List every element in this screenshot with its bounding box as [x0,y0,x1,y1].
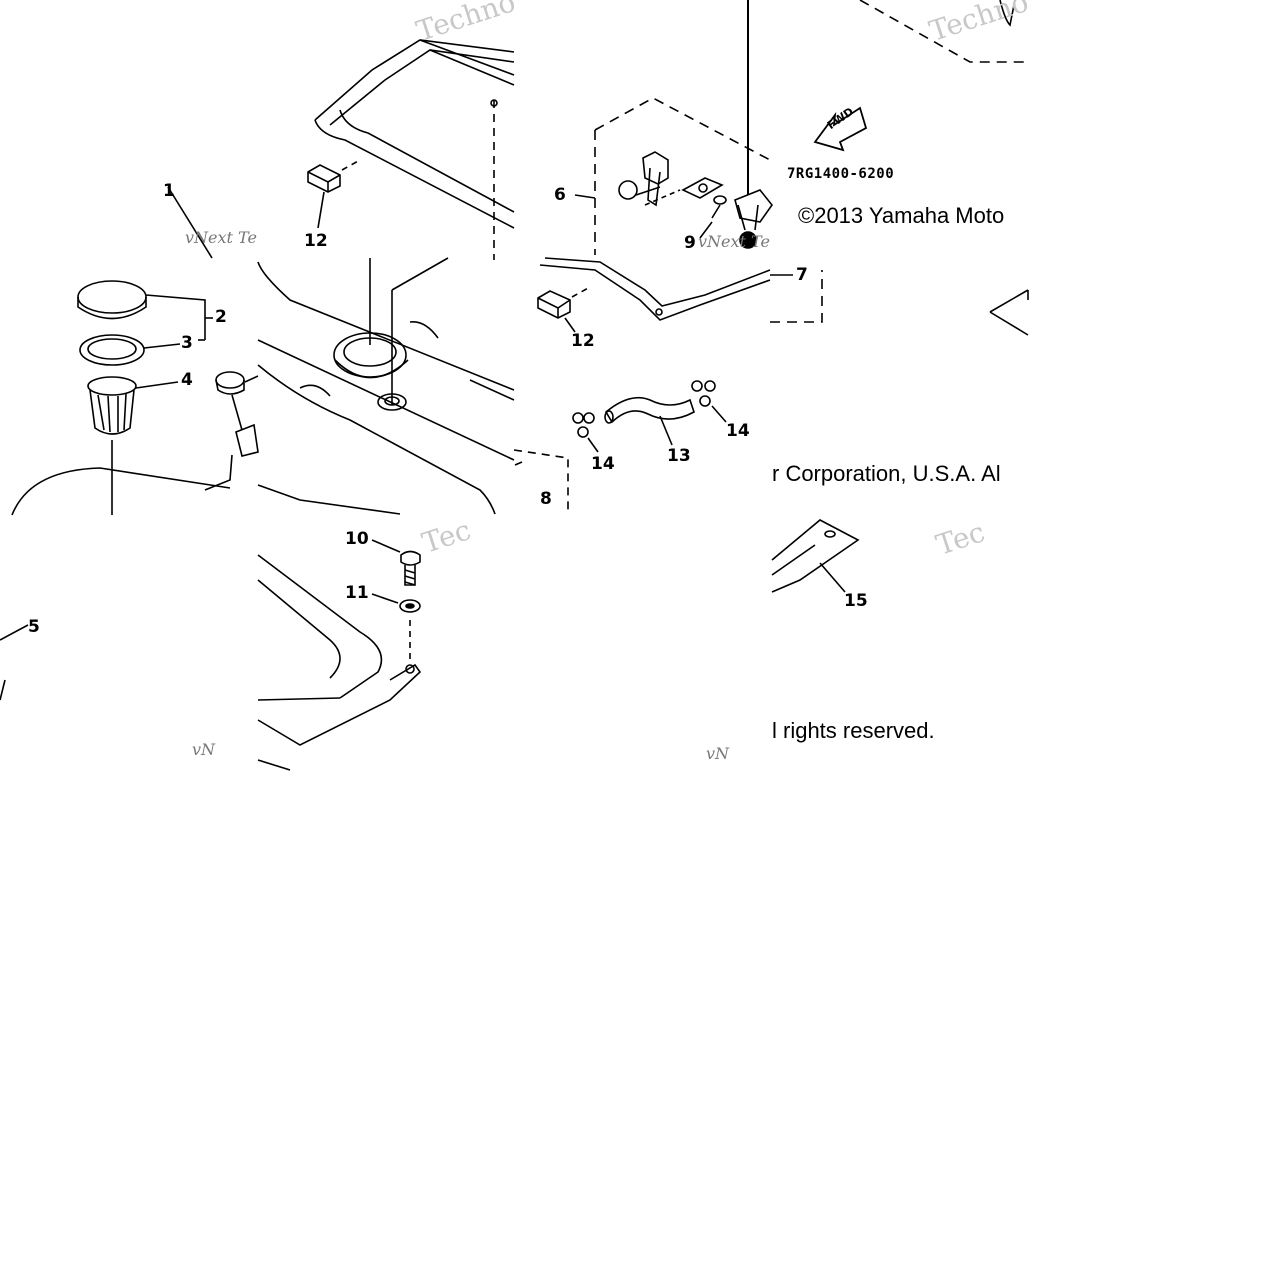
watermark-text: vN [192,740,216,759]
watermark-text: vN [706,744,730,763]
callout-11: 11 [345,583,369,603]
callout-1: 1 [163,181,175,201]
leader-line-1 [167,186,213,259]
callout-13: 13 [667,446,691,466]
blank-tile [0,772,1285,1285]
dashed-enclosure-6 [594,0,1030,323]
watermark-text: vNext Te [698,232,770,251]
callout-4: 4 [181,370,193,390]
callout-8: 8 [540,489,552,509]
callout-7: 7 [796,265,808,285]
callout-5: 5 [28,617,40,637]
tank-top-edge-art [314,39,515,260]
washer-11 [371,593,421,660]
rubber-damper-12-left [307,159,361,229]
callout-12: 12 [571,331,595,351]
callout-14: 14 [726,421,750,441]
leader-line-5 [0,624,29,641]
hose-clip-14-right [691,380,727,423]
tank-outline-left [11,467,231,516]
cap-gasket-3 [79,334,205,366]
bolt-10 [371,539,421,586]
fuel-level-gauge [215,371,259,457]
forward-arrow-icon [813,106,868,152]
copyright-line-3: l rights reserved. [772,718,935,743]
tank-corner-art [257,554,422,771]
callout-2: 2 [215,307,227,327]
hose-clip-14-left [572,412,599,453]
fuel-hose-13 [604,396,695,446]
callout-15: 15 [844,591,868,611]
blank-tile [0,0,257,170]
drawing-code: 7RG1400-6200 [787,166,895,182]
callout-10: 10 [345,529,369,549]
callout-3: 3 [181,333,193,353]
callout-9: 9 [684,233,696,253]
fuel-strainer-4 [87,376,179,515]
part-8-leader [513,449,569,515]
fuel-tank-cap-2 [77,280,213,340]
watermark-text: vNext Te [185,228,257,247]
copyright-line-1: ©2013 Yamaha Moto [798,203,1005,228]
leader-line-9 [699,221,713,239]
fuel-tank-pad-15 [771,519,860,593]
fuel-cock-parts [539,0,1029,336]
callout-14: 14 [591,454,615,474]
copyright-line-2: r Corporation, U.S.A. Al [772,461,1001,486]
callout-6: 6 [554,185,566,205]
filler-neck-art [257,257,515,515]
callout-12: 12 [304,231,328,251]
rubber-damper-12-right [537,286,591,333]
leader-line-6 [574,194,596,199]
